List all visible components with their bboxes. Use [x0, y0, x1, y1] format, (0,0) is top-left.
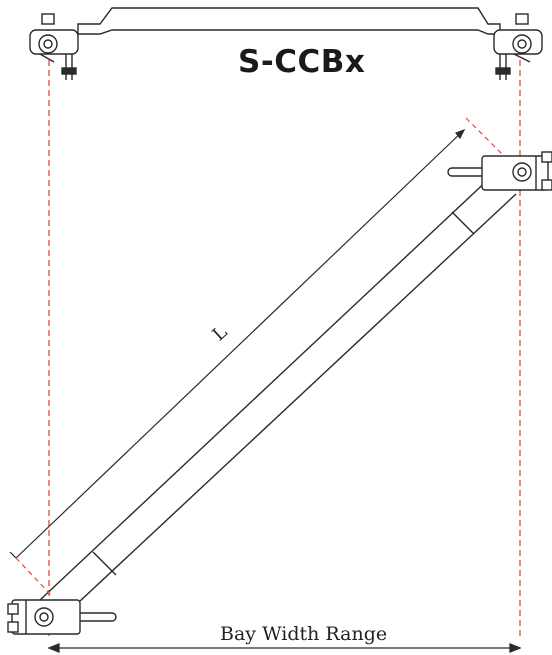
top-brace-view [29, 7, 543, 80]
top-left-coupler [29, 13, 79, 80]
left-end-fitting [7, 599, 117, 635]
length-dimension [9, 117, 513, 597]
bay-width-dimension [47, 643, 522, 653]
bay-width-label: Bay Width Range [220, 623, 388, 645]
diagonal-brace [39, 175, 517, 617]
top-right-coupler [493, 13, 543, 80]
product-title: S-CCBx [238, 44, 366, 80]
right-end-fitting [447, 151, 552, 191]
bay-guide-lines [48, 60, 521, 640]
